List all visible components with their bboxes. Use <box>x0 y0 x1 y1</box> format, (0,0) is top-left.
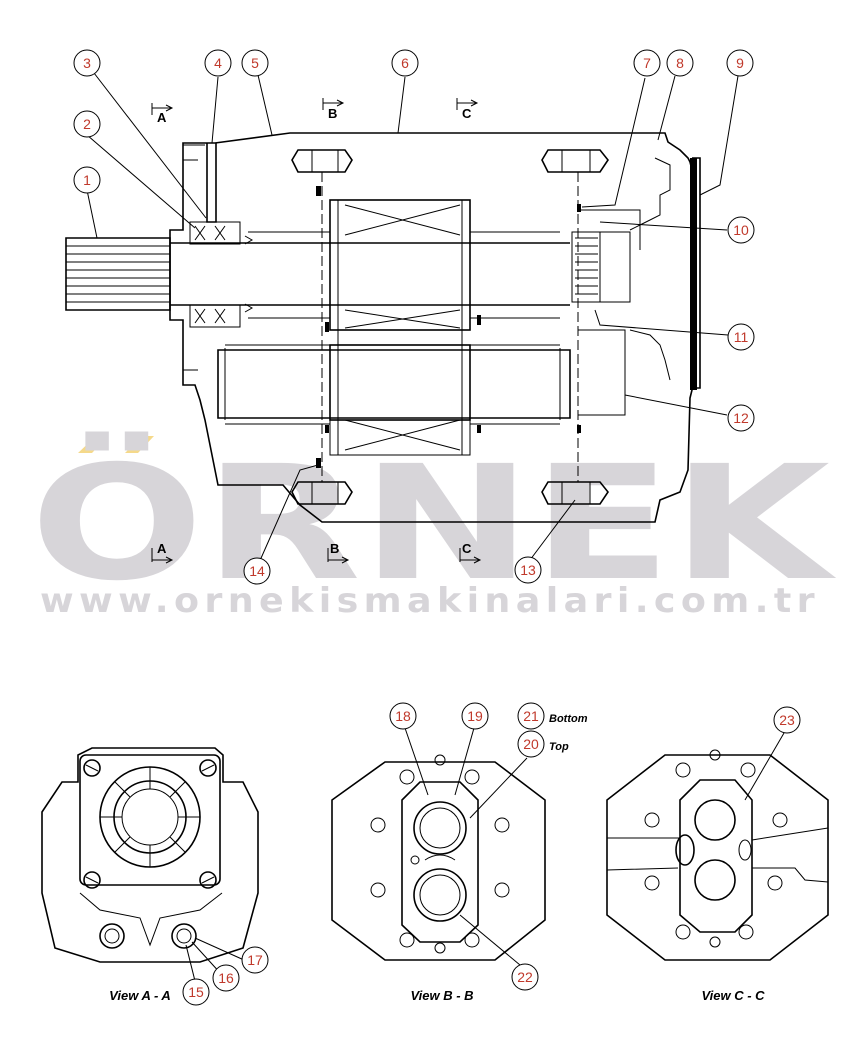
pump-housing <box>169 132 693 523</box>
view-caption-a-a: View A - A <box>109 988 171 1003</box>
callout-21-label: 21 <box>523 708 539 724</box>
callout-19 <box>461 702 489 730</box>
callout-4-label: 4 <box>214 55 222 71</box>
section-marker-b-top: B <box>328 106 337 121</box>
callout-10 <box>727 216 755 244</box>
section-marker-c-top: C <box>462 106 472 121</box>
callout-4 <box>204 49 232 77</box>
section-markers-bottom: A B C <box>151 541 482 564</box>
view-b-b: Bottom Top View B - B <box>331 713 588 1003</box>
callout-6 <box>391 49 419 77</box>
flange-steps <box>183 144 205 371</box>
watermark-url: www.ornekismakinalari.com.tr <box>40 581 820 621</box>
leader-lines <box>86 72 739 566</box>
callout-11-label: 11 <box>734 329 749 345</box>
callout-13-label: 13 <box>520 562 536 578</box>
note-bottom: Bottom <box>549 713 588 725</box>
callout-1-label: 1 <box>83 172 91 188</box>
callout-9-label: 9 <box>736 55 744 71</box>
callout-8 <box>666 49 694 77</box>
callout-14-label: 14 <box>249 563 265 579</box>
callout-20-label: 20 <box>523 736 539 752</box>
callout-20 <box>517 730 545 758</box>
view-a-a: View A - A <box>41 747 259 1003</box>
callout-13 <box>514 556 542 584</box>
callout-23-label: 23 <box>779 712 795 728</box>
view-c-c: View C - C <box>606 732 829 1003</box>
callout-2-label: 2 <box>83 116 91 132</box>
note-top: Top <box>549 741 569 753</box>
watermark-brand: ÖRNEK <box>30 430 837 616</box>
callout-22-label: 22 <box>517 969 533 985</box>
callout-3 <box>73 49 101 77</box>
section-marker-a-top: A <box>157 110 167 125</box>
watermark: ÖRNEK www.ornekismakinalari.com.tr <box>30 430 837 621</box>
section-marker-b-bottom: B <box>330 541 339 556</box>
spline-teeth <box>66 245 170 303</box>
callout-18-label: 18 <box>395 708 411 724</box>
callout-17 <box>241 946 269 974</box>
callout-10-label: 10 <box>733 222 749 238</box>
shaft-coupling <box>600 231 631 303</box>
callout-9 <box>726 49 754 77</box>
callout-1 <box>73 166 101 194</box>
callout-5 <box>241 49 269 77</box>
callout-16 <box>212 964 240 992</box>
callout-14 <box>243 557 271 585</box>
watermark-accent-right <box>125 436 154 453</box>
lower-gear <box>329 344 471 421</box>
front-flange <box>206 143 217 223</box>
callout-23 <box>773 706 801 734</box>
section-markers-top: A B C <box>151 98 479 125</box>
pump-cross-section <box>65 132 701 523</box>
front-bearings <box>189 221 241 328</box>
callout-21 <box>517 702 545 730</box>
upper-gear <box>329 199 471 331</box>
rear-bore <box>578 209 641 416</box>
callout-17-label: 17 <box>247 952 263 968</box>
callout-19-label: 19 <box>467 708 483 724</box>
spline-end <box>65 237 171 311</box>
callout-8-label: 8 <box>676 55 684 71</box>
shaft-body <box>170 242 570 306</box>
bushings <box>244 231 560 319</box>
callout-15 <box>182 978 210 1006</box>
view-caption-c-c: View C - C <box>701 988 765 1003</box>
rear-gasket <box>690 158 697 390</box>
drive-shaft <box>65 231 631 311</box>
callout-15-label: 15 <box>188 984 204 1000</box>
callout-18 <box>389 702 417 730</box>
callout-22 <box>511 963 539 991</box>
callout-12-label: 12 <box>733 410 749 426</box>
shaft-end-teeth <box>575 237 598 295</box>
shaft-end-spline <box>571 231 601 303</box>
callout-2 <box>73 110 101 138</box>
section-marker-c-bottom: C <box>462 541 472 556</box>
rear-stepped-edge <box>629 157 671 231</box>
callout-7-label: 7 <box>643 55 651 71</box>
callout-6-label: 6 <box>401 55 409 71</box>
callout-5-label: 5 <box>251 55 259 71</box>
callout-12 <box>727 404 755 432</box>
dowel-pins <box>291 149 609 505</box>
callout-7 <box>633 49 661 77</box>
callout-3-label: 3 <box>83 55 91 71</box>
rear-stepped-edge-lower <box>629 329 671 381</box>
view-caption-b-b: View B - B <box>410 988 473 1003</box>
callout-16-label: 16 <box>218 970 234 986</box>
watermark-accent-left <box>78 436 108 453</box>
callouts: 1 2 3 4 5 6 7 8 9 10 11 12 13 14 15 16 1… <box>73 49 801 1006</box>
section-marker-a-bottom: A <box>157 541 167 556</box>
callout-11 <box>727 323 755 351</box>
driven-shaft <box>217 344 571 425</box>
o-ring-seals <box>316 186 581 468</box>
gear-set <box>329 199 471 456</box>
